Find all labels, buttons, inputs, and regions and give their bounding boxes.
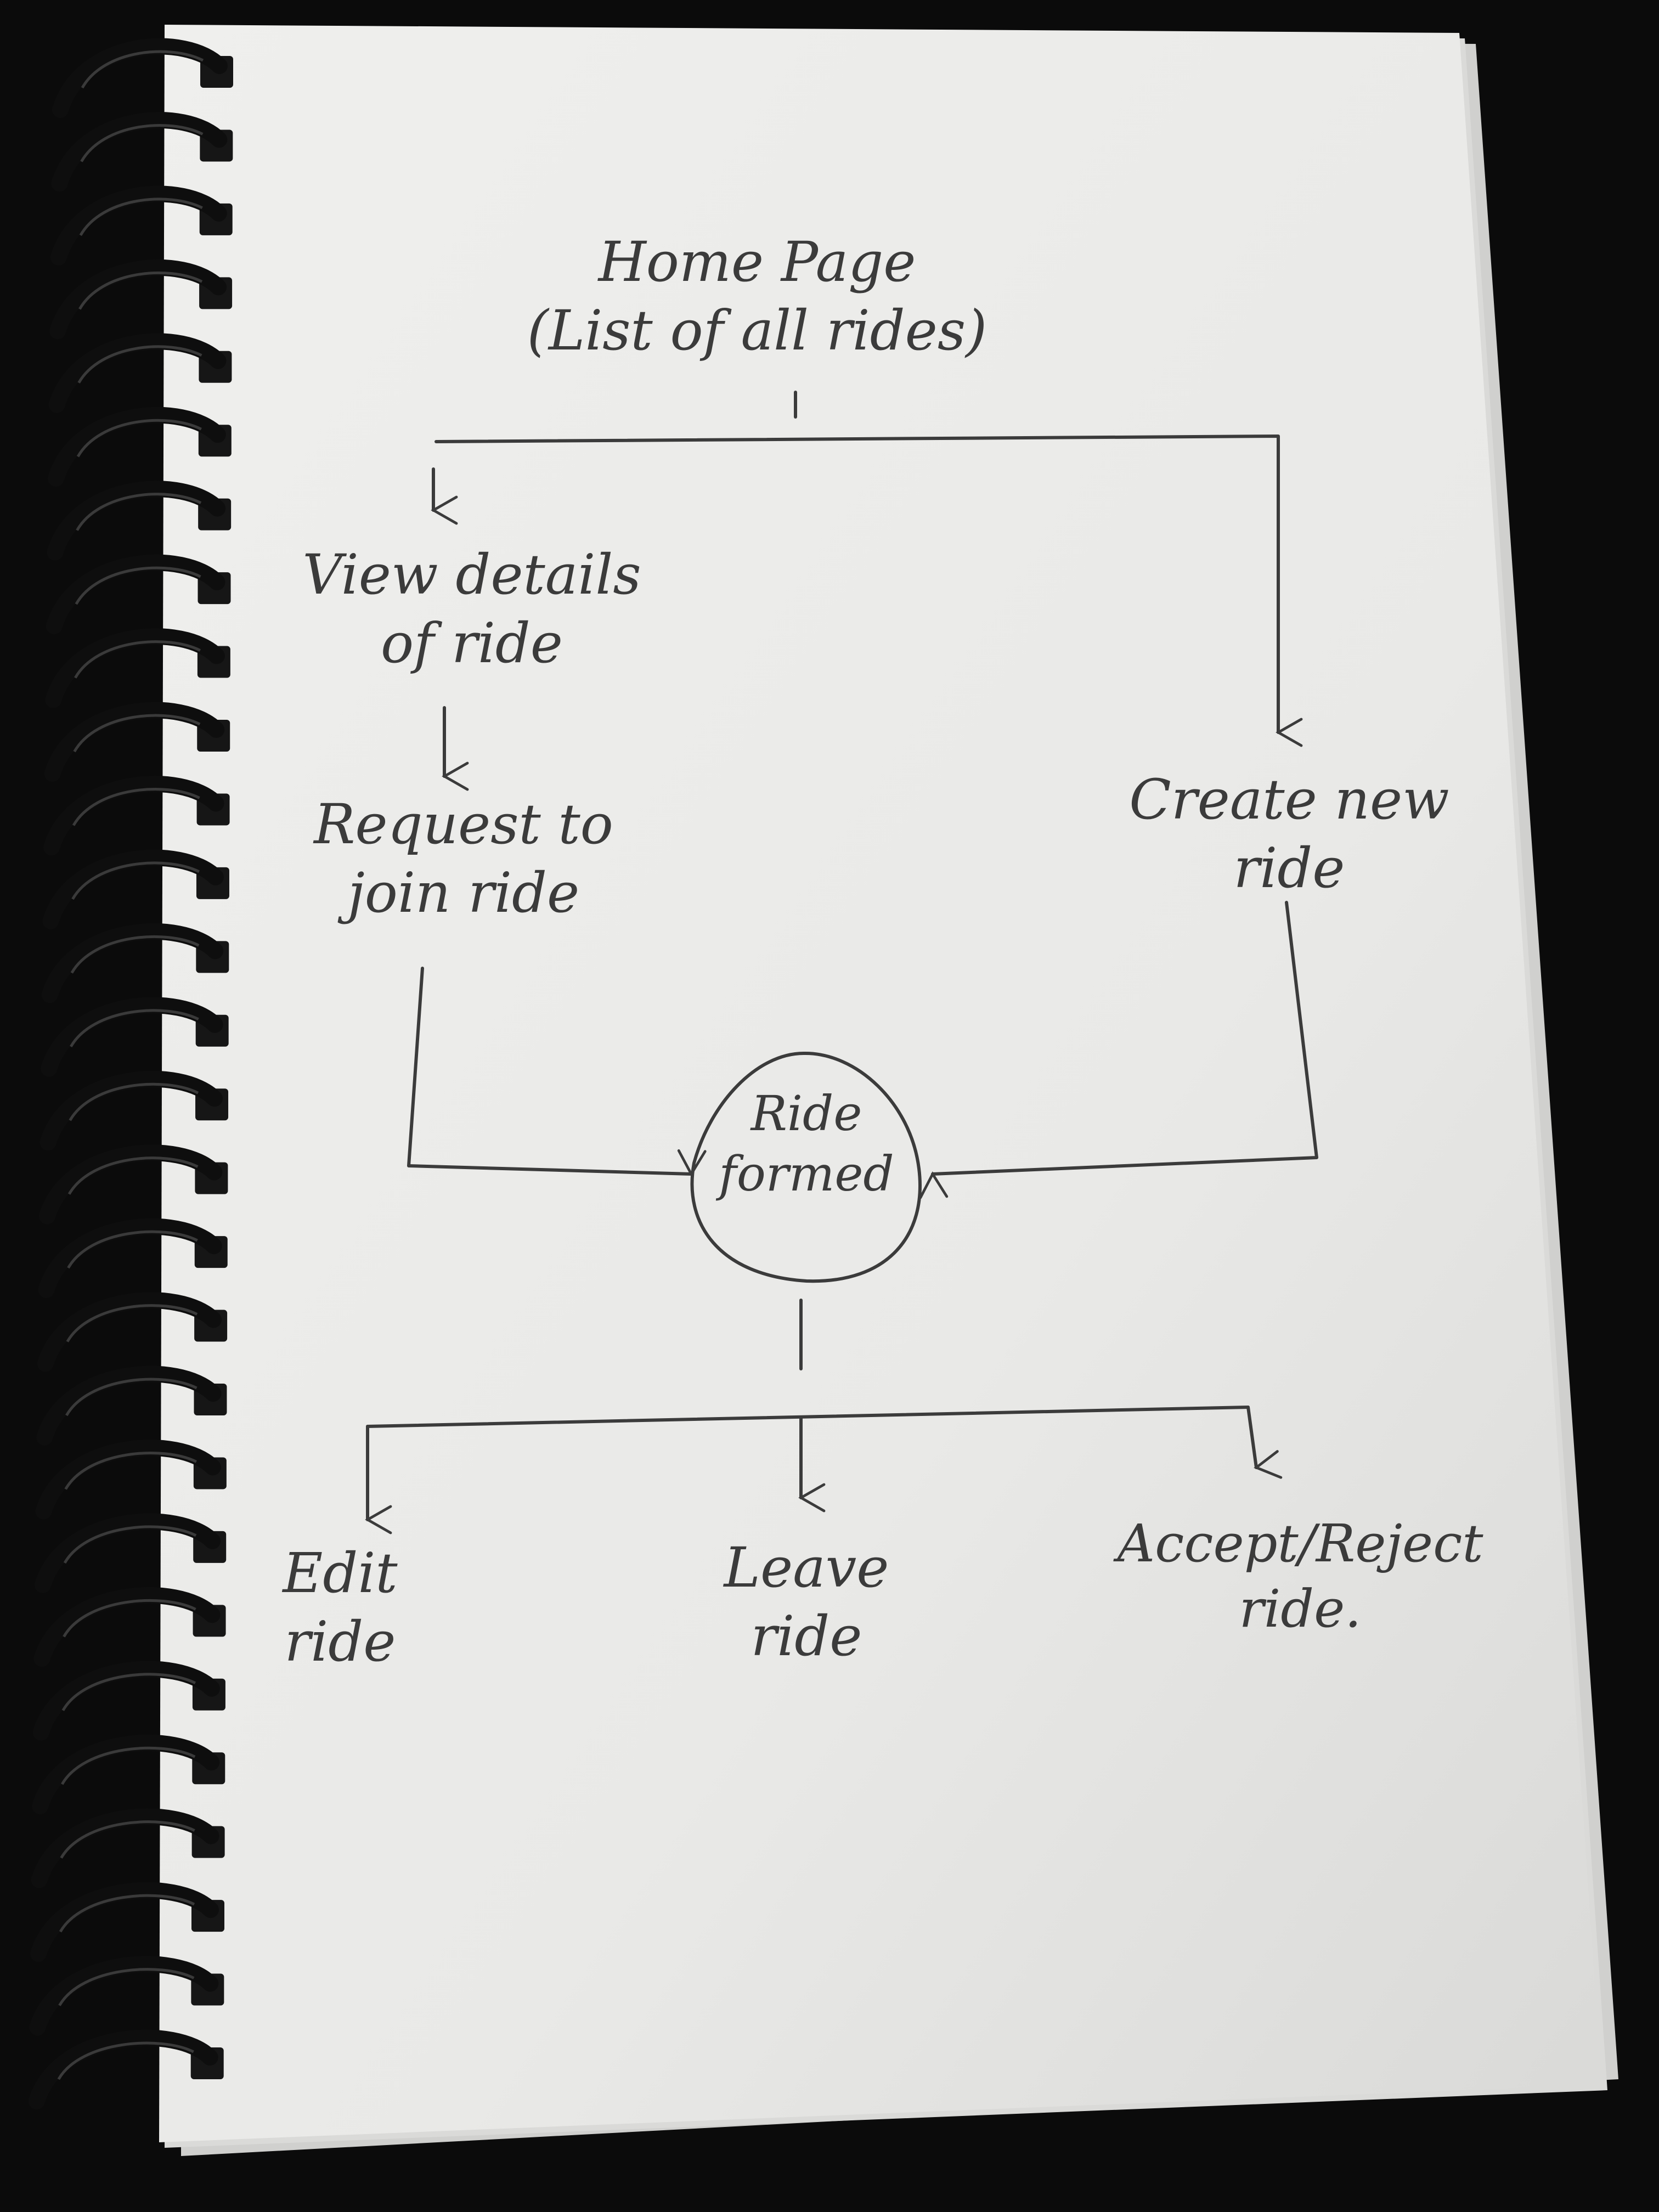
spiral-coil-highlight [63, 1599, 196, 1638]
spiral-coil [35, 1440, 221, 1520]
spiral-coil-highlight [59, 1894, 195, 1933]
spiral-coil-highlight [64, 1452, 197, 1490]
node-edit-ride: Edit ride [283, 1539, 397, 1676]
node-ride-formed: Ride formed [719, 1084, 894, 1204]
node-home-page: Home Page (List of all rides) [527, 228, 987, 365]
node-leave-ride-line2: ride [751, 1604, 862, 1668]
spiral-coil [41, 997, 223, 1077]
connector-line [919, 901, 1318, 1199]
spiral-coil-highlight [76, 493, 202, 531]
spiral-coil-highlight [76, 419, 202, 458]
spiral-coil [32, 1661, 220, 1741]
node-accept-reject: Accept/Reject ride. [1117, 1511, 1483, 1642]
spiral-coil [29, 1956, 219, 2036]
notebook-page [159, 25, 1602, 2142]
node-leave-ride-line1: Leave [724, 1536, 889, 1600]
spiral-coil [39, 1144, 223, 1224]
node-request-join-line1: Request to [314, 792, 613, 856]
spiral-coil-highlight [63, 1525, 197, 1564]
node-create-ride-line2: ride [1233, 836, 1345, 900]
spiral-coil [51, 112, 228, 192]
spiral-coil-highlight [58, 1968, 195, 2006]
spiral-coil-highlight [73, 714, 201, 753]
spiral-coil-highlight [80, 124, 204, 162]
node-leave-ride: Leave ride [724, 1533, 889, 1671]
spiral-coil [48, 407, 226, 487]
spiral-coil [36, 1365, 222, 1446]
spiral-coil [43, 776, 224, 856]
node-edit-ride-line1: Edit [283, 1541, 398, 1605]
node-edit-ride-line2: ride [284, 1610, 396, 1674]
spiral-coil [52, 38, 228, 118]
spiral-coil-highlight [75, 566, 201, 605]
spiral-coil-highlight [71, 861, 200, 900]
connector-line [407, 967, 707, 1177]
spiral-coil [30, 1882, 219, 1962]
spiral-coil [47, 481, 226, 561]
spiral-coil-highlight [72, 788, 200, 826]
spiral-coil [31, 1808, 219, 1888]
spiral-coil [40, 1070, 223, 1151]
spiral-coil [50, 185, 227, 266]
node-create-ride-line1: Create new [1129, 768, 1449, 832]
connector-line [1246, 1406, 1283, 1479]
spiral-coil [44, 702, 225, 782]
spiral-coil [49, 259, 227, 340]
node-ride-formed-line1: Ride [751, 1085, 862, 1142]
spiral-coil-highlight [70, 935, 200, 974]
node-request-join: Request to join ride [314, 790, 613, 927]
spiral-coil [41, 923, 224, 1003]
ride-formed-circle [690, 1051, 922, 1283]
spiral-coil-highlight [70, 1009, 199, 1048]
node-home-page-subtitle: (List of all rides) [527, 298, 988, 363]
node-accept-reject-line1: Accept/Reject [1117, 1514, 1483, 1574]
spiral-coil [33, 1587, 221, 1667]
spiral-coil-highlight [60, 1820, 195, 1859]
spiral-coil [35, 1513, 221, 1593]
spiral-binding [28, 38, 233, 2109]
spiral-coil-highlight [61, 1673, 196, 1712]
spiral-coil-highlight [66, 1304, 198, 1342]
spiral-coil-highlight [67, 1230, 198, 1269]
spiral-coil-highlight [78, 271, 203, 310]
spiral-coil-highlight [57, 2041, 194, 2080]
node-view-details-line2: of ride [381, 611, 563, 675]
spiral-coil-highlight [79, 198, 203, 236]
spiral-coil [32, 1734, 220, 1815]
node-ride-formed-line2: formed [719, 1146, 894, 1202]
spiral-coil-highlight [69, 1082, 199, 1121]
spiral-coil [28, 2029, 218, 2109]
spiral-coil [46, 554, 225, 635]
spiral-coil-highlight [81, 50, 204, 89]
node-create-ride: Create new ride [1129, 765, 1449, 902]
spiral-coil-highlight [67, 1156, 199, 1195]
spiral-coil-highlight [65, 1378, 198, 1417]
spiral-coil [37, 1292, 222, 1372]
spiral-coil [45, 628, 225, 708]
connector-line [435, 435, 1303, 747]
connector-line [366, 1406, 1250, 1428]
spiral-coil [48, 333, 227, 413]
node-home-page-title: Home Page [598, 230, 916, 294]
spiral-coil [38, 1218, 222, 1299]
spiral-coil [42, 849, 224, 929]
node-accept-reject-line2: ride. [1239, 1578, 1362, 1639]
spiral-coil-highlight [61, 1746, 196, 1785]
spiral-coil-highlight [77, 345, 202, 384]
node-request-join-line2: join ride [347, 861, 580, 925]
node-view-details-line1: View details [302, 543, 641, 607]
spiral-coil-highlight [74, 640, 201, 679]
node-view-details: View details of ride [302, 540, 641, 678]
